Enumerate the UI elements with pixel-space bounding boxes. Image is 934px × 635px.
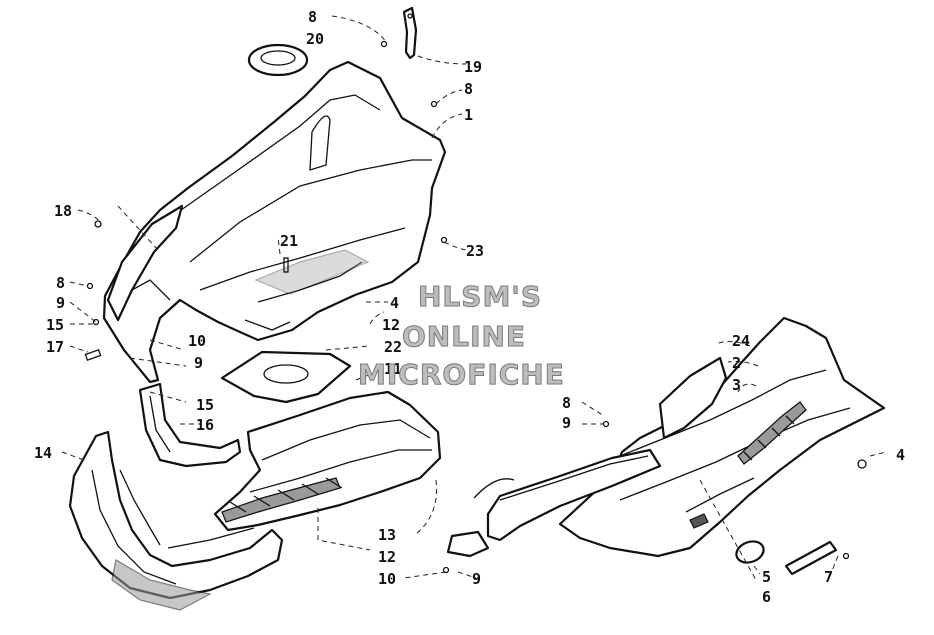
callout-7: 7 — [824, 568, 833, 586]
callout-23: 23 — [466, 242, 484, 260]
callout-3: 3 — [732, 376, 741, 394]
callout-22: 22 — [384, 338, 402, 356]
callout-12: 12 — [382, 316, 400, 334]
oval-plate — [735, 540, 765, 564]
callout-1: 1 — [464, 106, 473, 124]
callout-9: 9 — [56, 294, 65, 312]
callout-15: 15 — [196, 396, 214, 414]
callout-10: 10 — [188, 332, 206, 350]
callout-24: 24 — [732, 332, 750, 350]
callout-19: 19 — [464, 58, 482, 76]
callout-2: 2 — [732, 354, 741, 372]
belly-pan — [213, 390, 442, 532]
callout-9: 9 — [562, 414, 571, 432]
bracket — [402, 6, 418, 60]
callout-13: 13 — [378, 526, 396, 544]
callout-labels: 8 20 19 8 1 18 21 23 8 9 15 10 17 9 4 12… — [34, 8, 905, 606]
callout-4: 4 — [896, 446, 905, 464]
ring-gasket — [247, 43, 309, 77]
callout-8: 8 — [562, 394, 571, 412]
watermark-line-3: MICROFICHE — [358, 358, 565, 391]
inner-panel — [658, 356, 728, 440]
callout-14: 14 — [34, 444, 52, 462]
callout-6: 6 — [762, 588, 771, 606]
callout-11: 11 — [384, 360, 402, 378]
side-rail — [446, 448, 662, 558]
callout-12: 12 — [378, 548, 396, 566]
callout-20: 20 — [306, 30, 324, 48]
callout-9: 9 — [194, 354, 203, 372]
callout-8: 8 — [56, 274, 65, 292]
leader-lines — [61, 15, 887, 581]
front-bumper — [68, 430, 284, 611]
hood-panel — [102, 60, 447, 384]
watermark-line-1: HLSM'S — [418, 280, 542, 313]
callout-16: 16 — [196, 416, 214, 434]
left-bracket — [138, 382, 242, 468]
base-plate — [220, 350, 352, 404]
callout-8: 8 — [308, 8, 317, 26]
side-panel — [558, 316, 886, 558]
callout-5: 5 — [762, 568, 771, 586]
watermark: HLSM'S ONLINE MICROFICHE — [358, 280, 565, 392]
callout-8: 8 — [464, 80, 473, 98]
watermark-line-2: ONLINE — [402, 320, 526, 353]
callout-15: 15 — [46, 316, 64, 334]
callout-10: 10 — [378, 570, 396, 588]
side-trim — [106, 204, 184, 322]
callout-17: 17 — [46, 338, 64, 356]
strip — [784, 540, 838, 576]
callout-9: 9 — [472, 570, 481, 588]
callout-21: 21 — [280, 232, 298, 250]
callout-18: 18 — [54, 202, 72, 220]
callout-4: 4 — [390, 294, 399, 312]
